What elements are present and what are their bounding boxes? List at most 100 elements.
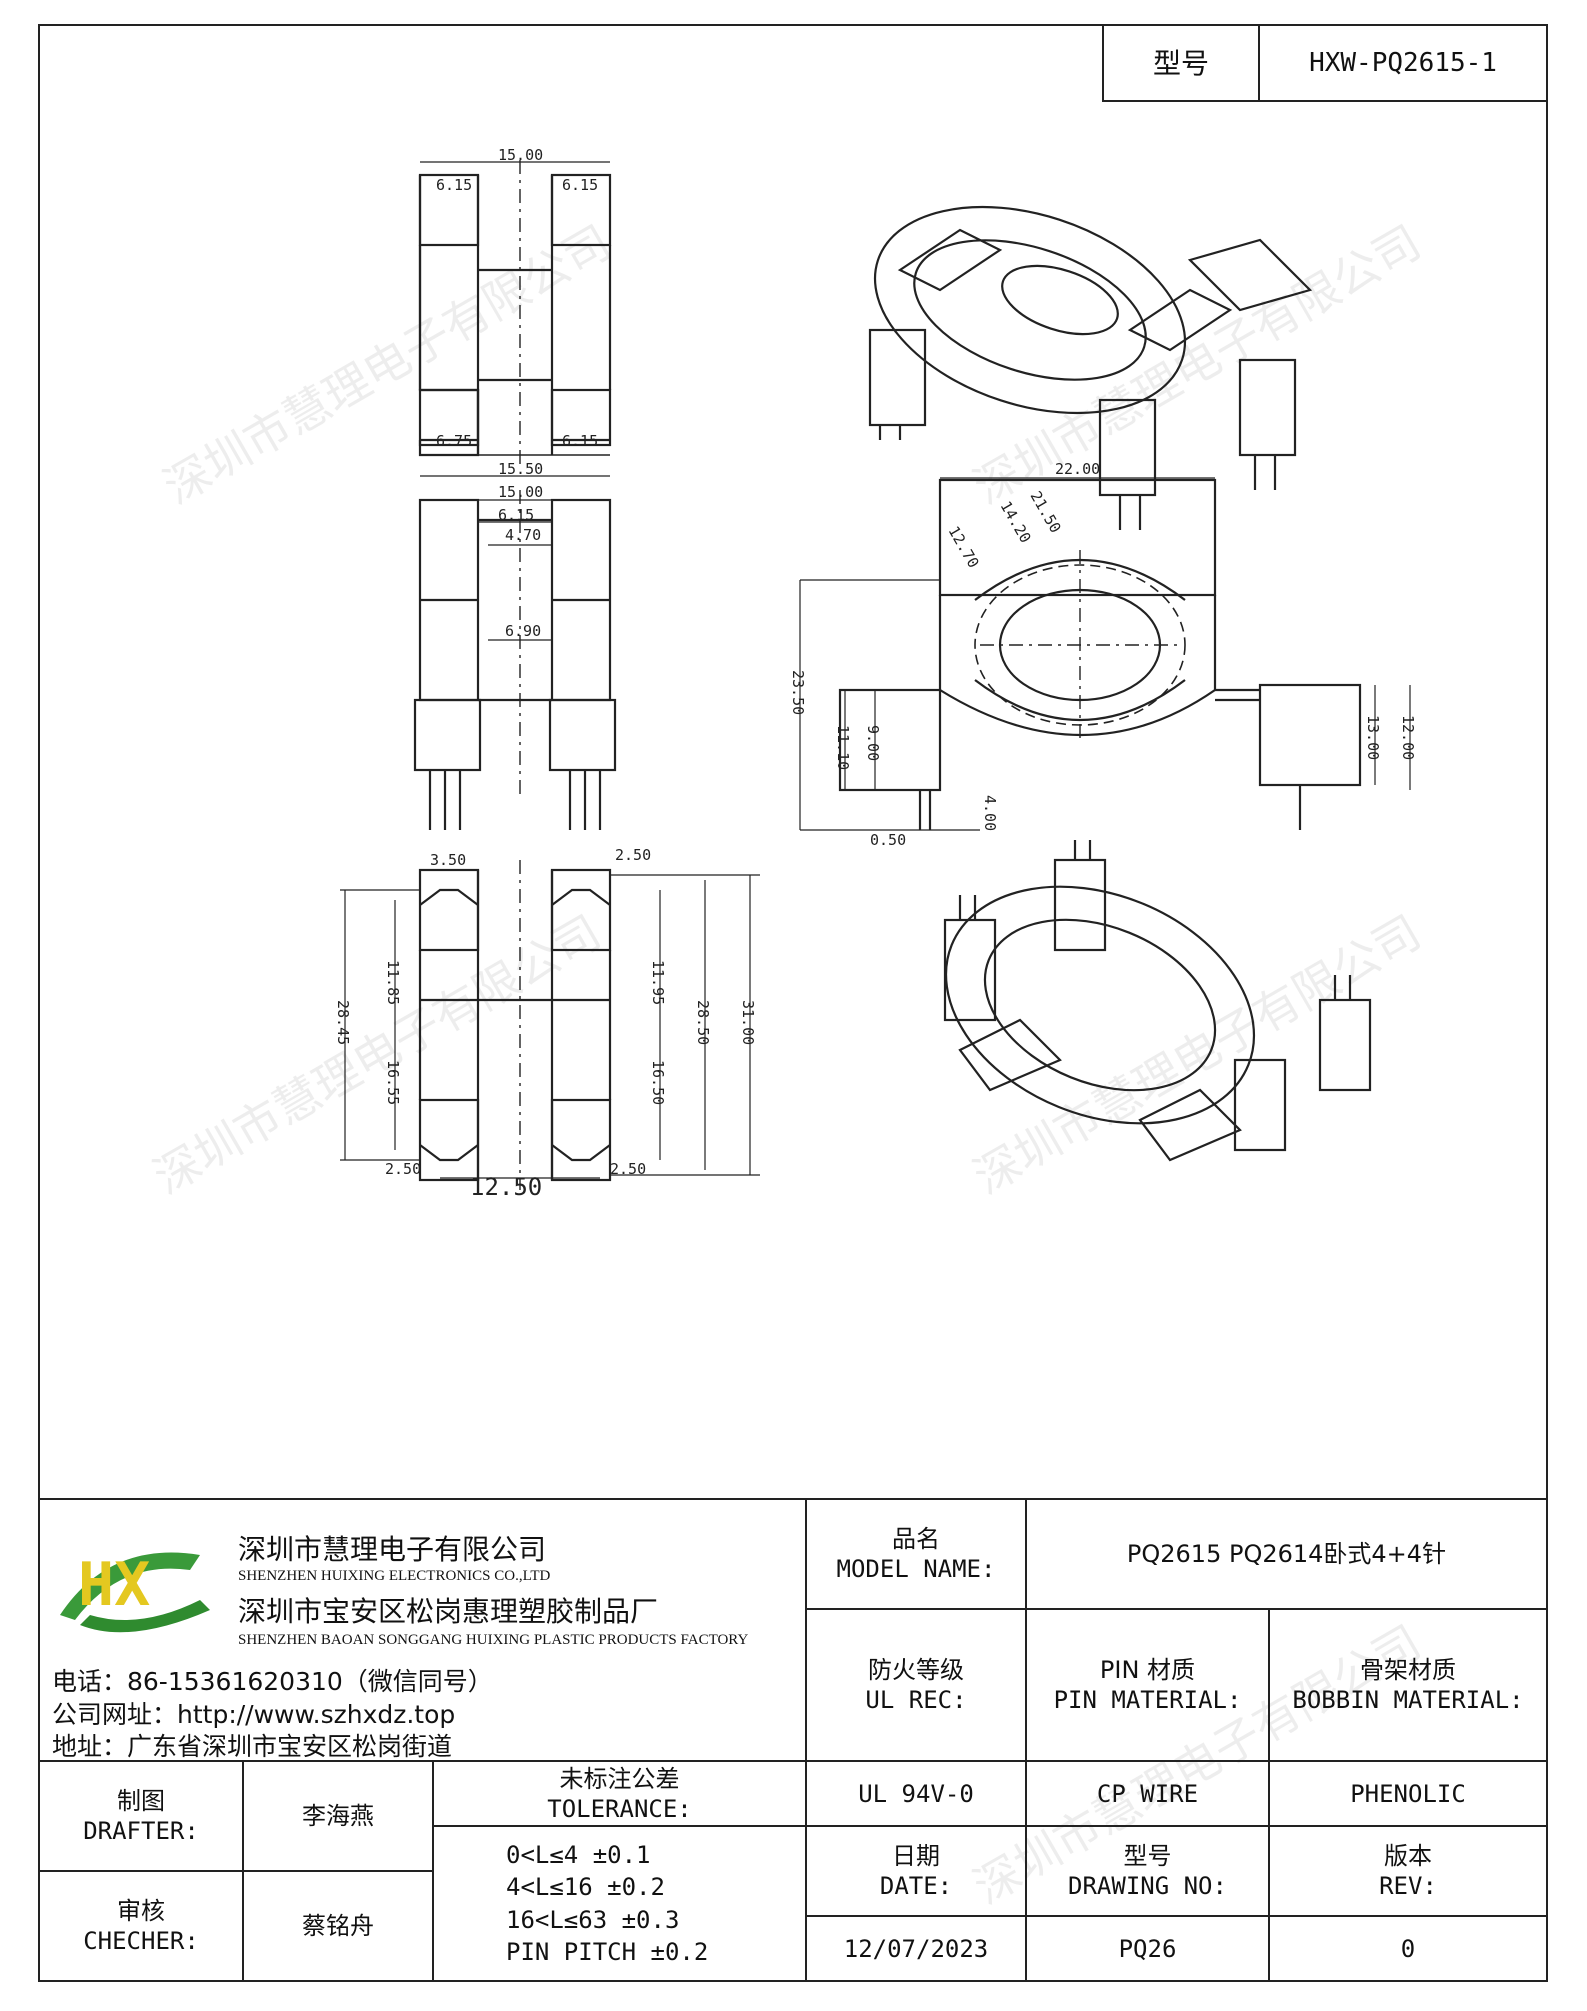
dim-side-10: 13.00 [1364,715,1382,760]
tolerance-values: 0<L≤4 ±0.1 4<L≤16 ±0.2 16<L≤63 ±0.3 PIN … [432,1825,807,1982]
dim-bottom-12: 2.50 [610,1160,646,1178]
drafter-label: 制图 DRAFTER: [38,1760,244,1872]
checker-label: 审核 CHECHER: [38,1870,244,1982]
dim-bottom-9: 31.00 [739,1000,757,1045]
dim-bottom-3: 11.85 [384,960,402,1005]
ul-en: UL REC: [865,1686,967,1714]
dim-side-8: 4.00 [981,795,999,831]
drawing-no-value: PQ26 [1025,1915,1270,1982]
model-name-label: 品名 MODEL NAME: [805,1498,1027,1610]
drawing-cn: 型号 [1123,1842,1172,1870]
rev-en: REV: [1379,1872,1437,1900]
factory-name-cn: 深圳市宝安区松岗惠理塑胶制品厂 [238,1595,659,1628]
date-label: 日期 DATE: [805,1825,1027,1917]
company-phone: 电话：86-15361620310（微信同号） [52,1667,493,1696]
dim-side-9: 0.50 [870,831,906,849]
pin-value: CP WIRE [1025,1760,1270,1827]
dim-front-4: 6.90 [505,622,541,640]
checker-cn: 审核 [117,1897,165,1925]
drawing-no-label: 型号 DRAWING NO: [1025,1825,1270,1917]
pin-value-text: CP WIRE [1096,1779,1199,1808]
tolerance-line-3: 16<L≤63 ±0.3 [506,1905,680,1934]
checker-value-text: 蔡铭舟 [302,1912,374,1940]
header-model-value-text: HXW-PQ2615-1 [1309,47,1497,78]
model-name-en: MODEL NAME: [836,1555,996,1583]
dim-top-2: 6.15 [436,176,472,194]
dim-side-1: 22.00 [1055,460,1100,478]
dim-bottom-6: 11.95 [649,960,667,1005]
top-view-outline [418,160,612,477]
drafter-value: 李海燕 [242,1760,434,1872]
date-en: DATE: [879,1872,953,1900]
bobbin-value-text: PHENOLIC [1350,1779,1466,1808]
dim-top-4: 6.75 [436,432,472,450]
dim-side-11: 12.00 [1399,715,1417,760]
rev-value: 0 [1268,1915,1548,1982]
company-name-en: SHENZHEN HUIXING ELECTRONICS CO.,LTD [238,1568,551,1584]
dim-bottom-7: 16.50 [649,1060,667,1105]
drafter-en: DRAFTER: [83,1817,199,1845]
dim-side-6: 11.10 [834,725,852,770]
header-model-value: HXW-PQ2615-1 [1258,24,1548,102]
dim-side-4: 12.70 [945,523,983,571]
bottom-view-outline [340,860,760,1190]
drafter-cn: 制图 [117,1787,165,1815]
company-website: 公司网址：http://www.szhxdz.top [52,1700,456,1729]
bobbin-label: 骨架材质 BOBBIN MATERIAL: [1268,1608,1548,1762]
date-value-text: 12/07/2023 [843,1934,989,1963]
drawing-en: DRAWING NO: [1068,1872,1227,1900]
front-view-outline [413,490,617,830]
company-name-cn: 深圳市慧理电子有限公司 [238,1533,547,1566]
factory-name-en: SHENZHEN BAOAN SONGGANG HUIXING PLASTIC … [238,1632,749,1648]
dim-front-3: 4.70 [505,526,541,544]
isometric-view-top [868,205,1313,530]
dim-top-6: 15.50 [498,460,543,478]
technical-drawing: 15.00 6.15 6.15 6.75 6.15 15.50 15.00 6.… [334,146,1417,1201]
rev-cn: 版本 [1384,1842,1432,1870]
dim-side-2: 21.50 [1027,488,1065,536]
tolerance-line-4: PIN PITCH ±0.2 [506,1937,709,1966]
dim-side-3: 14.20 [997,498,1035,546]
ul-label: 防火等级 UL REC: [805,1608,1027,1762]
dim-front-1: 15.00 [498,483,543,501]
date-cn: 日期 [892,1842,940,1870]
company-logo: HX [50,1520,220,1640]
logo-text: HX [78,1550,150,1620]
bobbin-value: PHENOLIC [1268,1760,1548,1827]
side-view-outline [799,477,1411,831]
dim-bottom-10: 2.50 [385,1160,421,1178]
bobbin-en: BOBBIN MATERIAL: [1292,1686,1524,1714]
ul-cn: 防火等级 [868,1656,964,1684]
company-address: 地址：广东省深圳市宝安区松岗街道 [52,1732,453,1761]
dim-bottom-8: 28.50 [694,1000,712,1045]
dim-side-5: 23.50 [789,670,807,715]
tolerance-line-1: 0<L≤4 ±0.1 [506,1840,651,1869]
dim-side-7: 9.00 [864,725,882,761]
ul-value: UL 94V-0 [805,1760,1027,1827]
rev-value-text: 0 [1400,1934,1416,1963]
bobbin-cn: 骨架材质 [1360,1656,1456,1684]
tolerance-en: TOLERANCE: [547,1794,692,1823]
model-name-value-text: PQ2615 PQ2614卧式4+4针 [1126,1540,1447,1568]
isometric-view-bottom [943,840,1372,1162]
tolerance-line-2: 4<L≤16 ±0.2 [506,1873,665,1902]
dim-top-3: 6.15 [562,176,598,194]
model-name-value: PQ2615 PQ2614卧式4+4针 [1025,1498,1548,1610]
model-name-cn: 品名 [892,1525,940,1553]
pin-cn: PIN 材质 [1099,1656,1196,1684]
date-value: 12/07/2023 [805,1915,1027,1982]
ul-value-text: UL 94V-0 [858,1779,974,1808]
dim-bottom-1: 3.50 [430,851,466,869]
pin-en: PIN MATERIAL: [1053,1686,1242,1714]
dim-bottom-5: 28.45 [334,1000,352,1045]
tolerance-label: 未标注公差 TOLERANCE: [432,1760,807,1827]
rev-label: 版本 REV: [1268,1825,1548,1917]
header-model-label-text: 型号 [1152,46,1209,80]
title-block-top-border [38,1498,1548,1500]
dim-top-1: 15.00 [498,146,543,164]
drafter-value-text: 李海燕 [302,1802,374,1830]
checker-en: CHECHER: [83,1927,199,1955]
dim-front-2: 6.15 [498,506,534,524]
dim-bottom-4: 16.55 [384,1060,402,1105]
pin-label: PIN 材质 PIN MATERIAL: [1025,1608,1270,1762]
